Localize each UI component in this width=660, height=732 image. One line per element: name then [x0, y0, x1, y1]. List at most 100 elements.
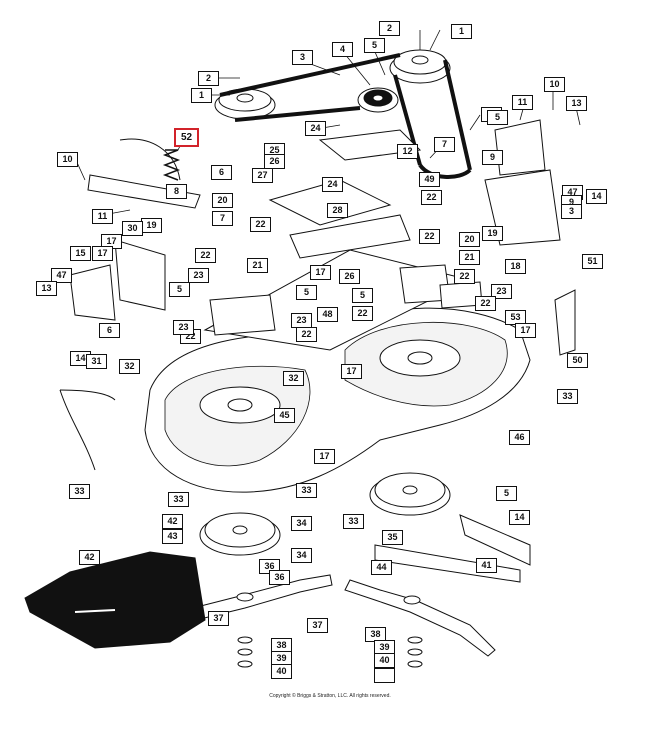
callout-label[interactable]: 14 [509, 510, 530, 525]
callout-label[interactable]: 35 [382, 530, 403, 545]
callout-label[interactable]: 46 [509, 430, 530, 445]
callout-label[interactable]: 33 [343, 514, 364, 529]
callout-label[interactable]: 33 [168, 492, 189, 507]
callout-label[interactable]: 47 [51, 268, 72, 283]
callout-label[interactable]: 45 [274, 408, 295, 423]
callout-label[interactable]: 49 [419, 172, 440, 187]
callout-label[interactable]: 3 [561, 204, 582, 219]
blade-adapter-right [369, 472, 451, 516]
callout-label[interactable]: 22 [475, 296, 496, 311]
callout-label[interactable]: 26 [339, 269, 360, 284]
callout-label[interactable]: 33 [69, 484, 90, 499]
callout-label[interactable]: 14 [586, 189, 607, 204]
callout-label[interactable]: 21 [247, 258, 268, 273]
callout-label[interactable]: 48 [317, 307, 338, 322]
callout-label[interactable]: 33 [296, 483, 317, 498]
callout-label[interactable]: 14 [70, 351, 91, 366]
callout-label[interactable]: 34 [291, 548, 312, 563]
callout-label[interactable]: 26 [264, 154, 285, 169]
callout-label[interactable]: 40 [271, 664, 292, 679]
washers [237, 636, 423, 668]
callout-label[interactable]: 20 [459, 232, 480, 247]
callout-label[interactable]: 42 [162, 514, 183, 529]
callout-label[interactable]: 22 [250, 217, 271, 232]
callout-label[interactable]: 21 [459, 250, 480, 265]
callout-label[interactable]: 4 [332, 42, 353, 57]
callout-label[interactable]: 8 [166, 184, 187, 199]
blade-right [344, 579, 496, 657]
callout-label[interactable]: 44 [371, 560, 392, 575]
callout-label[interactable]: 38 [271, 638, 292, 653]
callout-label[interactable]: 22 [352, 306, 373, 321]
callout-label[interactable]: 5 [364, 38, 385, 53]
callout-label[interactable]: 23 [188, 268, 209, 283]
callout-label[interactable]: 1 [451, 24, 472, 39]
callout-label[interactable]: 41 [476, 558, 497, 573]
callout-label[interactable]: 5 [169, 282, 190, 297]
callout-label[interactable]: 24 [305, 121, 326, 136]
callout-label[interactable]: 50 [567, 353, 588, 368]
callout-label[interactable]: 10 [544, 77, 565, 92]
callout-label[interactable]: 17 [314, 449, 335, 464]
callout-label[interactable]: 34 [291, 516, 312, 531]
callout-label[interactable]: 42 [79, 550, 100, 565]
callout-label[interactable]: 6 [211, 165, 232, 180]
callout-label[interactable]: 5 [487, 110, 508, 125]
callout-label[interactable]: 22 [296, 327, 317, 342]
callout-label[interactable]: 9 [482, 150, 503, 165]
callout-label[interactable]: 22 [421, 190, 442, 205]
pulley-right [389, 49, 451, 84]
callout-label[interactable]: 12 [397, 144, 418, 159]
callout-label[interactable]: 40 [374, 653, 395, 668]
callout-label[interactable]: 6 [99, 323, 120, 338]
callout-label[interactable]: 5 [296, 285, 317, 300]
callout-label[interactable]: 52 [174, 128, 199, 147]
callout-label[interactable]: 37 [208, 611, 229, 626]
callout-label[interactable]: 30 [122, 221, 143, 236]
callout-label[interactable]: 7 [212, 211, 233, 226]
callout-label[interactable]: 17 [310, 265, 331, 280]
callout-label[interactable] [374, 668, 395, 683]
callout-label[interactable]: 20 [212, 193, 233, 208]
baffles [209, 264, 483, 336]
callout-label[interactable]: 5 [496, 486, 517, 501]
callout-label[interactable]: 11 [512, 95, 533, 110]
callout-label[interactable]: 13 [566, 96, 587, 111]
callout-label[interactable]: 43 [162, 529, 183, 544]
callout-label[interactable]: 23 [291, 313, 312, 328]
callout-label[interactable]: 51 [582, 254, 603, 269]
callout-label[interactable]: 24 [322, 177, 343, 192]
callout-label[interactable]: 17 [515, 323, 536, 338]
callout-label[interactable]: 31 [86, 354, 107, 369]
callout-label[interactable]: 32 [119, 359, 140, 374]
callout-label[interactable]: 2 [198, 71, 219, 86]
callout-label[interactable]: 7 [434, 137, 455, 152]
callout-label[interactable]: 23 [491, 284, 512, 299]
callout-label[interactable]: 32 [283, 371, 304, 386]
callout-label[interactable]: 15 [70, 246, 91, 261]
callout-label[interactable]: 18 [505, 259, 526, 274]
callout-label[interactable]: 13 [36, 281, 57, 296]
callout-label[interactable]: 37 [307, 618, 328, 633]
callout-label[interactable]: 22 [419, 229, 440, 244]
blade-adapter-left [199, 512, 281, 556]
callout-label[interactable]: 3 [292, 50, 313, 65]
callout-label[interactable]: 17 [341, 364, 362, 379]
callout-label[interactable]: 19 [141, 218, 162, 233]
callout-label[interactable]: 1 [191, 88, 212, 103]
callout-label[interactable]: 5 [352, 288, 373, 303]
callout-label[interactable]: 22 [195, 248, 216, 263]
callout-label[interactable]: 27 [252, 168, 273, 183]
callout-label[interactable]: 23 [173, 320, 194, 335]
callout-label[interactable]: 10 [57, 152, 78, 167]
callout-label[interactable]: 17 [92, 246, 113, 261]
callout-label[interactable]: 11 [92, 209, 113, 224]
callout-label[interactable]: 28 [327, 203, 348, 218]
callout-label[interactable]: 2 [379, 21, 400, 36]
callout-label[interactable]: 22 [454, 269, 475, 284]
callout-label[interactable]: 36 [269, 570, 290, 585]
copyright-notice: Copyright © Briggs & Stratton, LLC. All … [269, 693, 391, 699]
drive-belt [219, 53, 472, 179]
callout-label[interactable]: 33 [557, 389, 578, 404]
callout-label[interactable]: 19 [482, 226, 503, 241]
